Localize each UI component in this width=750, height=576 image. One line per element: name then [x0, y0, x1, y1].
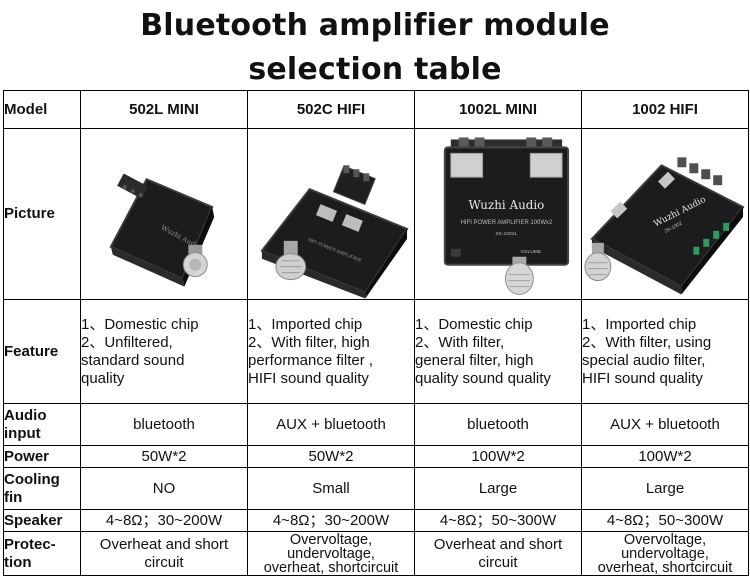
cooling-fin-row: Cooling fin NO Small Large Large: [3, 467, 749, 510]
feature-cell: 1、Domestic chip 2、Unfiltered, standard s…: [80, 299, 248, 404]
row-label-cooling-fin: Cooling fin: [3, 467, 81, 510]
label-line: Cooling: [4, 470, 60, 488]
board-model-print: ZK-1002L: [496, 231, 518, 237]
title-line-2: selection table: [248, 52, 502, 87]
title-line-1: Bluetooth amplifier module: [140, 8, 610, 43]
board-brand-print: Wuzhi Audio: [469, 198, 545, 212]
protection-line: circuit: [478, 553, 518, 571]
speaker-value: 4~8Ω；50~300W: [414, 509, 582, 532]
selection-table: Model 502L MINI 502C HIFI 1002L MINI 100…: [3, 90, 749, 576]
cooling-fin-value: Small: [247, 467, 415, 510]
protection-value: Overvoltage, undervoltage, overheat, sho…: [581, 531, 749, 576]
feature-line: 2、With filter, using: [582, 333, 712, 351]
amplifier-board-502l-image: Wuzhi Audio: [109, 173, 215, 287]
label-line: input: [4, 424, 41, 442]
feature-line: 1、Imported chip: [248, 315, 363, 333]
speaker-row: Speaker 4~8Ω；30~200W 4~8Ω；30~200W 4~8Ω；5…: [3, 509, 749, 532]
feature-line: 2、With filter,: [415, 333, 505, 351]
audio-input-value: bluetooth: [80, 403, 248, 446]
cooling-fin-value: Large: [414, 467, 582, 510]
row-label-audio-input: Audio input: [3, 403, 81, 446]
speaker-value: 4~8Ω；30~200W: [247, 509, 415, 532]
protection-line: undervoltage,: [621, 545, 709, 562]
row-label-speaker: Speaker: [3, 509, 81, 532]
protection-line: circuit: [144, 553, 184, 571]
row-label-model: Model: [3, 90, 81, 129]
feature-line: general filter, high: [415, 351, 534, 369]
row-label-picture: Picture: [3, 128, 81, 300]
power-row: Power 50W*2 50W*2 100W*2 100W*2: [3, 445, 749, 468]
feature-line: quality: [81, 369, 125, 387]
feature-cell: 1、Imported chip 2、With filter, high perf…: [247, 299, 415, 404]
protection-line: Overheat and short: [433, 535, 563, 553]
power-value: 100W*2: [581, 445, 749, 468]
audio-input-value: AUX + bluetooth: [247, 403, 415, 446]
model-name: 1002L MINI: [414, 90, 582, 129]
protection-value: Overheat and short circuit: [414, 531, 582, 576]
row-label-feature: Feature: [3, 299, 81, 404]
protection-value: Overvoltage, undervoltage, overheat, sho…: [247, 531, 415, 576]
feature-line: 1、Imported chip: [582, 315, 697, 333]
feature-line: HIFI sound quality: [248, 369, 369, 387]
picture-cell: HIFI POWER AMPLIFIER: [247, 128, 415, 300]
picture-cell: Wuzhi Audio HIFI POWER AMPLIFIER 100Wx2 …: [414, 128, 582, 300]
audio-input-row: Audio input bluetooth AUX + bluetooth bl…: [3, 403, 749, 446]
protection-line: overheat, shortcircuit: [597, 559, 733, 576]
row-label-protection: Protec- tion: [3, 531, 81, 576]
picture-cell: Wuzhi Audio: [80, 128, 248, 300]
model-row: Model 502L MINI 502C HIFI 1002L MINI 100…: [3, 90, 749, 129]
picture-row: Picture Wuzhi Audio: [3, 128, 749, 300]
amplifier-board-1002-image: Wuzhi Audio ZK-1002: [584, 157, 745, 295]
label-line: fin: [4, 488, 23, 506]
amplifier-board-1002l-image: Wuzhi Audio HIFI POWER AMPLIFIER 100Wx2 …: [443, 137, 570, 296]
label-line: Protec-: [4, 535, 56, 553]
speaker-value: 4~8Ω；30~200W: [80, 509, 248, 532]
model-name: 502C HIFI: [247, 90, 415, 129]
feature-line: performance filter ,: [248, 351, 374, 369]
protection-line: Overvoltage,: [623, 531, 707, 548]
audio-input-value: bluetooth: [414, 403, 582, 446]
power-value: 100W*2: [414, 445, 582, 468]
feature-cell: 1、Domestic chip 2、With filter, general f…: [414, 299, 582, 404]
label-line: Audio: [4, 406, 47, 424]
feature-line: special audio filter,: [582, 351, 706, 369]
row-label-power: Power: [3, 445, 81, 468]
picture-cell: Wuzhi Audio ZK-1002: [581, 128, 749, 300]
feature-line: 2、With filter, high: [248, 333, 370, 351]
cooling-fin-value: Large: [581, 467, 749, 510]
protection-line: undervoltage,: [287, 545, 375, 562]
feature-line: HIFI sound quality: [582, 369, 703, 387]
feature-line: 1、Domestic chip: [415, 315, 533, 333]
protection-line: overheat, shortcircuit: [263, 559, 399, 576]
protection-value: Overheat and short circuit: [80, 531, 248, 576]
power-value: 50W*2: [247, 445, 415, 468]
audio-input-value: AUX + bluetooth: [581, 403, 749, 446]
feature-line: 1、Domestic chip: [81, 315, 199, 333]
model-name: 502L MINI: [80, 90, 248, 129]
protection-row: Protec- tion Overheat and short circuit …: [3, 531, 749, 576]
cooling-fin-value: NO: [80, 467, 248, 510]
amplifier-board-502c-image: HIFI POWER AMPLIFIER: [260, 165, 409, 299]
feature-cell: 1、Imported chip 2、With filter, using spe…: [581, 299, 749, 404]
model-name: 1002 HIFI: [581, 90, 749, 129]
power-value: 50W*2: [80, 445, 248, 468]
board-volume-print: VOLUME: [520, 249, 542, 255]
feature-line: quality sound quality: [415, 369, 551, 387]
speaker-value: 4~8Ω；50~300W: [581, 509, 749, 532]
protection-line: Overheat and short: [99, 535, 229, 553]
board-subtitle-print: HIFI POWER AMPLIFIER 100Wx2: [461, 220, 553, 226]
feature-row: Feature 1、Domestic chip 2、Unfiltered, st…: [3, 299, 749, 404]
feature-line: standard sound: [81, 351, 185, 369]
protection-line: Overvoltage,: [289, 531, 373, 548]
label-line: tion: [4, 553, 32, 571]
page-title: Bluetooth amplifier module selection tab…: [0, 0, 750, 90]
feature-line: 2、Unfiltered,: [81, 333, 173, 351]
